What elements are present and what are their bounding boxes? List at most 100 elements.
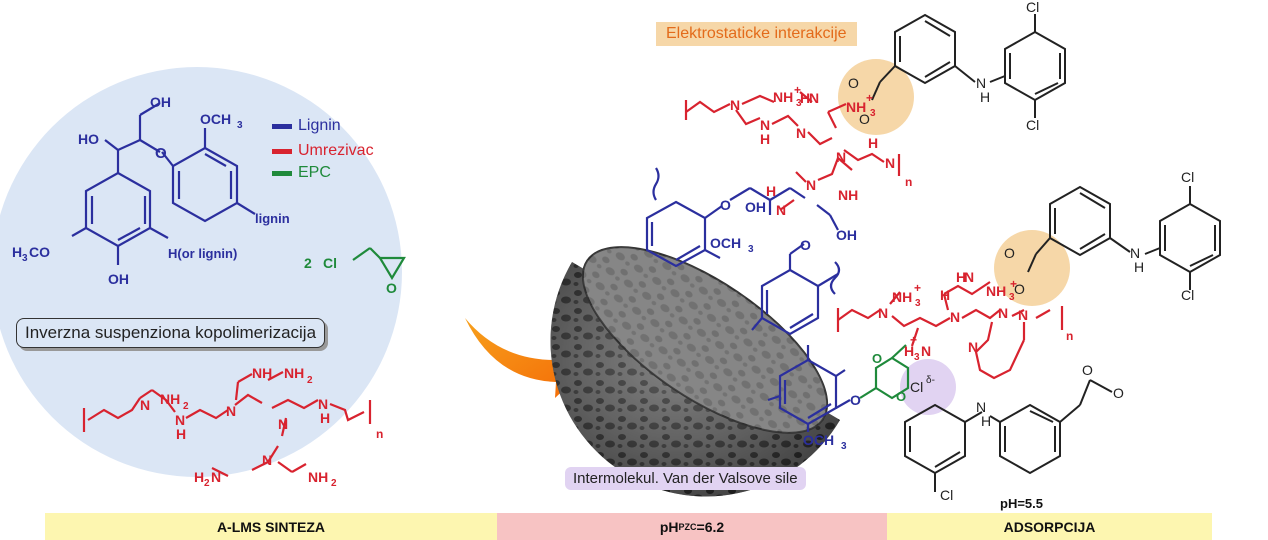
svg-text:O: O [896, 389, 906, 404]
svg-text:n: n [376, 427, 383, 441]
bar-ph-sub: PZC [678, 521, 697, 532]
svg-text:H: H [956, 269, 966, 285]
diclofenac-top [871, 13, 1066, 118]
svg-text:N: N [878, 305, 888, 321]
chloride-ion: Cl δ- [910, 375, 935, 395]
pei-labels-left: N NH 2 N H N NH NH 2 N N H N H 2 N NH 2 … [140, 365, 383, 489]
svg-text:O: O [800, 237, 811, 253]
svg-text:O: O [1082, 362, 1093, 378]
diclofenac-mid-labels: Cl Cl N H O O [1004, 169, 1194, 303]
svg-text:NH: NH [986, 283, 1006, 299]
svg-text:O: O [155, 145, 167, 162]
svg-text:OH: OH [108, 271, 129, 287]
svg-text:H: H [800, 90, 810, 106]
svg-text:H: H [12, 244, 22, 260]
svg-text:Cl: Cl [1181, 169, 1194, 185]
svg-text:NH: NH [892, 289, 912, 305]
svg-text:H: H [176, 426, 186, 442]
svg-text:N: N [964, 269, 974, 285]
svg-text:H: H [194, 469, 204, 485]
svg-text:OCH: OCH [710, 235, 741, 251]
legend-label-lignin: Lignin [298, 117, 341, 134]
svg-text:2: 2 [331, 478, 337, 489]
chloride-highlight [900, 359, 956, 415]
epc-linker-labels: O O [872, 351, 906, 404]
svg-text:3: 3 [237, 120, 243, 131]
svg-text:+: + [866, 91, 873, 105]
svg-text:N: N [976, 399, 986, 415]
svg-text:OH: OH [836, 227, 857, 243]
svg-text:O: O [848, 75, 859, 91]
diclofenac-bottom [904, 379, 1113, 492]
diclofenac-mid [1027, 185, 1221, 290]
adsorbent-sphere [550, 246, 840, 497]
svg-text:N: N [318, 396, 328, 412]
svg-text:N: N [921, 343, 931, 359]
svg-text:n: n [1066, 329, 1073, 343]
svg-text:3: 3 [22, 253, 28, 264]
bar-adsorpcija-label: ADSORPCIJA [1003, 518, 1096, 535]
svg-text:N: N [998, 305, 1008, 321]
epc-labels: 2 Cl O [304, 255, 397, 296]
svg-text:N: N [140, 397, 150, 413]
svg-text:H: H [981, 413, 991, 429]
svg-text:N: N [836, 149, 846, 165]
svg-text:3: 3 [914, 352, 920, 363]
pei-mid-labels: N NH 3 + N H NH 3 + H N N N n N H 3 N + [878, 269, 1073, 363]
svg-text:H: H [760, 131, 770, 147]
svg-text:H(or lignin): H(or lignin) [168, 246, 237, 261]
svg-text:+: + [914, 281, 921, 295]
svg-text:N: N [950, 309, 960, 325]
elektrostaticke-label: Elektrostaticke interakcije [656, 22, 857, 46]
diclofenac-bottom-labels: Cl N H O O [940, 362, 1124, 503]
pei-top-labels: N NH 3 + N H N H N NH 3 + N H N n N H N … [730, 83, 912, 218]
svg-text:Cl: Cl [940, 487, 953, 503]
svg-text:OH: OH [745, 199, 766, 215]
svg-text:NH: NH [308, 469, 328, 485]
svg-text:OH: OH [150, 94, 171, 110]
svg-text:N: N [885, 155, 895, 171]
svg-text:N: N [262, 452, 272, 468]
svg-text:N: N [976, 75, 986, 91]
bar-ph-prefix: pH [659, 518, 679, 535]
ph-5-5-label: pH=5.5 [1000, 496, 1043, 511]
svg-text:Cl: Cl [910, 379, 923, 395]
svg-text:N: N [796, 125, 806, 141]
lignin-structure [71, 102, 256, 265]
epc-linker-right [859, 344, 910, 400]
pei-structure-left [82, 371, 372, 477]
svg-text:n: n [905, 175, 912, 189]
pei-structure-mid [836, 281, 1064, 380]
svg-text:CO: CO [29, 244, 50, 260]
svg-text:N: N [730, 97, 740, 113]
lignin-graft-labels: O OH OCH 3 O OH O OCH 3 [710, 197, 861, 452]
svg-text:O: O [1004, 245, 1015, 261]
svg-text:H: H [980, 89, 990, 105]
svg-text:δ-: δ- [926, 375, 935, 386]
svg-text:N: N [760, 117, 770, 133]
svg-text:O: O [1014, 281, 1025, 297]
svg-text:NH: NH [160, 391, 180, 407]
svg-text:N: N [1130, 245, 1140, 261]
epc-structure [352, 247, 406, 281]
svg-text:+: + [794, 83, 801, 97]
bar-sinteza: A-LMS SINTEZA [45, 513, 497, 540]
svg-text:2: 2 [304, 255, 312, 271]
svg-text:H: H [868, 135, 878, 151]
svg-text:NH: NH [846, 99, 866, 115]
svg-text:N: N [1018, 307, 1028, 323]
svg-text:3: 3 [870, 108, 876, 119]
svg-text:2: 2 [183, 401, 189, 412]
legend-label-umrezivac: Umrezivac [298, 142, 374, 159]
lignin-graft-right [645, 167, 851, 432]
svg-text:Cl: Cl [1026, 117, 1039, 133]
carboxylate-highlight-top [838, 59, 914, 135]
svg-text:3: 3 [1009, 292, 1015, 303]
svg-text:H: H [766, 183, 776, 199]
pei-structure-top [684, 91, 901, 211]
svg-text:N: N [968, 339, 978, 355]
svg-text:N: N [226, 403, 236, 419]
